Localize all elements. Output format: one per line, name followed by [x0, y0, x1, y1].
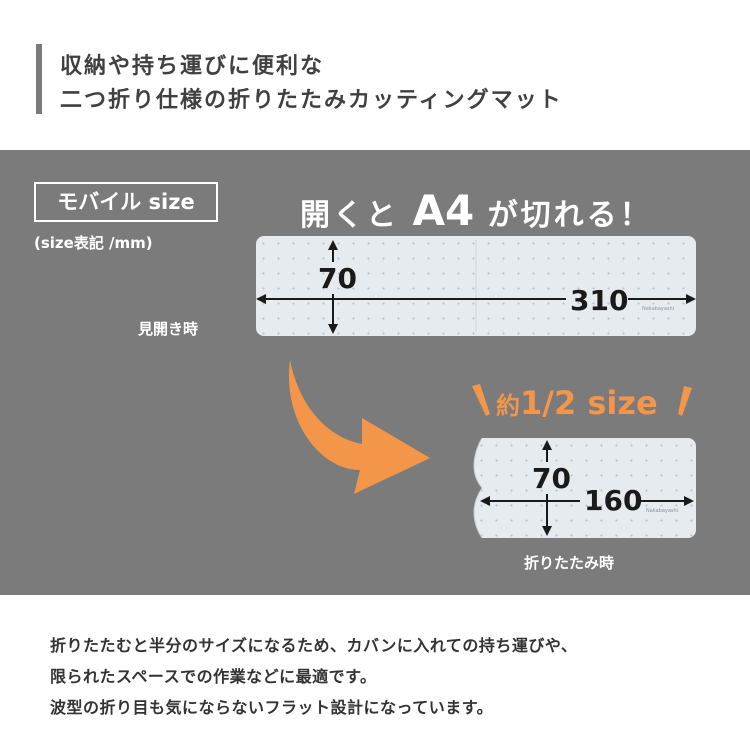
header-title-line-1: 収納や持ち運びに便利な: [60, 54, 325, 79]
headline-a4: A4: [412, 186, 475, 235]
open-height-value: 70: [318, 262, 357, 295]
open-mat-brand: Nakabayashi: [642, 306, 675, 312]
half-size-main: 1/2 size: [520, 384, 658, 422]
footer-text-line-2: 限られたスペースでの作業などに最適です。: [50, 667, 377, 686]
header-title-line-2: 二つ折り仕様の折りたたみカッティングマット: [60, 88, 563, 113]
folded-mat: Nakabayashi: [474, 438, 696, 538]
folded-width-value: 160: [584, 484, 643, 517]
label-folded: 折りたたみ時: [524, 554, 615, 572]
folded-mat-brand: Nakabayashi: [646, 508, 679, 514]
headline-post: が切れる！: [487, 198, 653, 233]
header: 収納や持ち運びに便利な 二つ折り仕様の折りたたみカッティングマット: [0, 0, 750, 150]
open-width-value: 310: [570, 284, 629, 317]
footer-text-line-3: 波型の折り目も気にならないフラット設計になっています。: [50, 698, 494, 717]
label-open: 見開き時: [138, 320, 199, 338]
headline-pre: 開くと: [300, 198, 399, 233]
footer: [0, 595, 750, 750]
size-badge: モバイル size: [34, 182, 218, 222]
half-size-prefix: 約: [496, 392, 520, 420]
headline: 開くと A4 が切れる！: [300, 186, 653, 235]
footer-text-line-1: 折りたたむと半分のサイズになるため、カバンに入れての持ち運びや、: [50, 636, 578, 655]
folded-height-value: 70: [532, 462, 571, 495]
header-accent-bar: [36, 44, 42, 114]
size-note: (size表記 /mm): [34, 234, 153, 252]
half-size-label: 約1/2 size: [496, 384, 658, 422]
